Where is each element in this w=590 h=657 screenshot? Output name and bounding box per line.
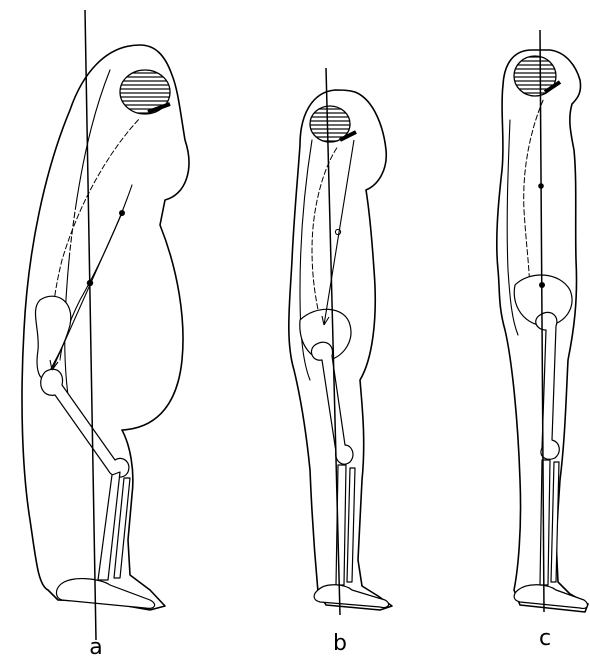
- figure-c: c: [497, 30, 588, 651]
- figure-b-femur: [311, 342, 352, 464]
- figure-a-label: a: [89, 635, 102, 657]
- figure-c-mass-point-lower: [539, 282, 545, 288]
- figure-a: a: [22, 10, 189, 657]
- figure-b: b: [289, 68, 392, 656]
- figure-c-tibia: [540, 460, 550, 585]
- figure-a-force-line: [52, 213, 122, 370]
- figure-c-label: c: [539, 626, 551, 651]
- figure-c-femur: [536, 312, 560, 459]
- figure-b-label: b: [333, 631, 347, 656]
- figure-b-fibula: [347, 468, 355, 582]
- figure-a-gravity-line: [85, 10, 96, 640]
- figure-c-mass-point-upper: [538, 183, 544, 189]
- figure-a-femur: [41, 369, 129, 477]
